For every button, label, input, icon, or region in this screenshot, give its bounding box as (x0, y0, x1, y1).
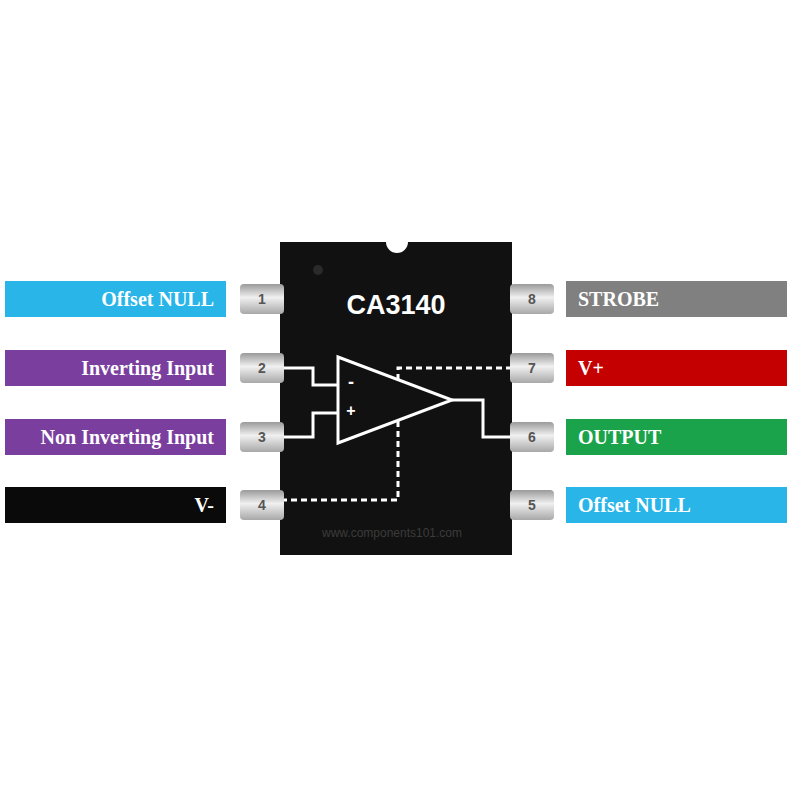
pin-number: 2 (240, 353, 284, 383)
chip-body (280, 242, 512, 555)
pin-text: 1 (258, 291, 266, 307)
pin-number: 8 (510, 284, 554, 314)
pin-label-box: Offset NULL (5, 281, 226, 317)
pin-label-box: V- (5, 487, 226, 523)
pin-number: 1 (240, 284, 284, 314)
pin-number: 5 (510, 490, 554, 520)
pin-label-box: OUTPUT (566, 419, 787, 455)
pin-number: 7 (510, 353, 554, 383)
watermark: www.components101.com (322, 527, 462, 539)
pin-number: 4 (240, 490, 284, 520)
chip-name: CA3140 (280, 242, 512, 555)
vminus-wire (283, 421, 398, 500)
pin-text: OUTPUT (578, 426, 661, 449)
noninverting-wire (283, 413, 338, 437)
pin-text: V- (194, 494, 214, 517)
pin1-dot (313, 265, 323, 275)
pin-text: STROBE (578, 288, 659, 311)
inverting-wire (283, 368, 338, 385)
pin-text: 8 (528, 291, 536, 307)
pin-label-box: STROBE (566, 281, 787, 317)
pin-text: Inverting Input (81, 357, 214, 380)
pin-text: Offset NULL (101, 288, 214, 311)
pin-text: 7 (528, 360, 536, 376)
pin-text: Non Inverting Input (41, 426, 214, 449)
pin-text: Offset NULL (578, 494, 691, 517)
pin-label-box: Non Inverting Input (5, 419, 226, 455)
pin-text: CA3140 (346, 290, 445, 321)
minus-sign: - (348, 373, 354, 391)
pin-text: 5 (528, 497, 536, 513)
pin-number: 6 (510, 422, 554, 452)
pin-text: 2 (258, 360, 266, 376)
output-wire (452, 400, 510, 437)
opamp-symbol (338, 357, 452, 443)
pin-label-box: Offset NULL (566, 487, 787, 523)
pin-label-box: V+ (566, 350, 787, 386)
plus-sign: + (346, 403, 355, 419)
pin-text: 3 (258, 429, 266, 445)
pin-text: V+ (578, 357, 604, 380)
pin-number: 3 (240, 422, 284, 452)
pin-text: 4 (258, 497, 266, 513)
vplus-wire (398, 368, 510, 380)
pin-label-box: Inverting Input (5, 350, 226, 386)
pin-text: 6 (528, 429, 536, 445)
